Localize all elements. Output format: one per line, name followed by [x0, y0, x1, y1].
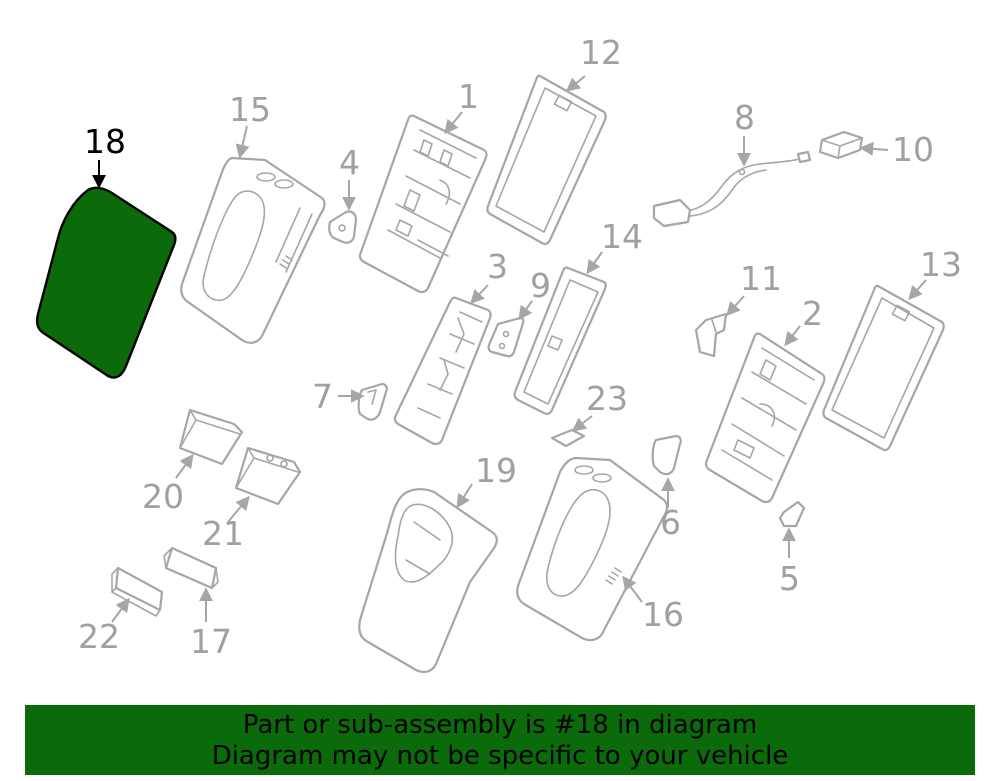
banner-line-1: Part or sub-assembly is #18 in diagram — [242, 710, 758, 740]
callout-15[interactable]: 15 — [229, 90, 271, 129]
callout-labels: 18 15 1 12 4 8 10 14 3 9 7 23 11 2 13 6 … — [78, 33, 962, 661]
part-17-cap[interactable] — [163, 546, 219, 590]
part-2-seat-back-frame-right[interactable] — [704, 332, 826, 504]
leader-16 — [622, 575, 643, 603]
callout-3[interactable]: 3 — [487, 247, 508, 286]
part-8-wire-harness[interactable] — [652, 150, 812, 228]
part-3-side-frame[interactable] — [393, 296, 492, 446]
leader-22 — [111, 597, 130, 623]
callout-10[interactable]: 10 — [892, 130, 934, 169]
part-22-cap[interactable] — [111, 566, 164, 617]
part-23-clip[interactable] — [550, 428, 586, 448]
callout-13[interactable]: 13 — [920, 245, 962, 284]
callout-1[interactable]: 1 — [458, 77, 479, 116]
leader-12 — [565, 75, 586, 92]
leader-9 — [518, 300, 533, 321]
part-9-plate[interactable] — [487, 316, 525, 358]
part-1-seat-back-frame[interactable] — [358, 114, 488, 294]
leader-11 — [726, 295, 745, 317]
leader-23 — [571, 415, 593, 432]
leader-1 — [444, 111, 463, 135]
part-4-bracket[interactable] — [328, 210, 358, 244]
part-5-clip[interactable] — [778, 500, 806, 528]
part-10-clip[interactable] — [818, 130, 864, 160]
part-13-back-panel-right[interactable] — [822, 284, 945, 452]
part-16-seat-back-cover-right[interactable] — [516, 456, 669, 642]
leader-15 — [235, 125, 250, 159]
part-7-hinge[interactable] — [357, 382, 388, 421]
callout-6[interactable]: 6 — [660, 503, 681, 542]
callout-7[interactable]: 7 — [312, 377, 333, 416]
callout-22[interactable]: 22 — [78, 617, 120, 656]
info-banner: Part or sub-assembly is #18 in diagram D… — [25, 705, 975, 775]
callout-11[interactable]: 11 — [740, 259, 782, 298]
callout-8[interactable]: 8 — [734, 98, 755, 137]
callout-17[interactable]: 17 — [190, 622, 232, 661]
leader-13 — [908, 279, 927, 301]
leader-21 — [227, 495, 250, 523]
part-12-back-panel[interactable] — [486, 74, 607, 246]
callout-21[interactable]: 21 — [202, 514, 244, 553]
callout-2[interactable]: 2 — [802, 294, 823, 333]
part-19-seat-cushion-cover[interactable] — [358, 488, 498, 674]
leader-lines — [92, 75, 927, 623]
callout-23[interactable]: 23 — [586, 379, 628, 418]
leader-14 — [586, 251, 603, 275]
part-14-trim-panel[interactable] — [513, 266, 607, 416]
part-11-bracket[interactable] — [694, 312, 728, 358]
part-18-seat-back-panel[interactable] — [35, 186, 177, 379]
leader-3 — [470, 284, 489, 305]
callout-5[interactable]: 5 — [779, 559, 800, 598]
leader-10 — [859, 141, 889, 156]
part-6-hinge[interactable] — [651, 434, 682, 476]
leader-2 — [784, 325, 801, 347]
part-15-seat-back-cover[interactable] — [180, 156, 326, 344]
callout-9[interactable]: 9 — [530, 266, 551, 305]
callout-12[interactable]: 12 — [580, 33, 622, 72]
part-21-bracket[interactable] — [234, 446, 302, 506]
callout-16[interactable]: 16 — [642, 595, 684, 634]
leader-20 — [175, 453, 194, 479]
callout-20[interactable]: 20 — [142, 477, 184, 516]
callout-18[interactable]: 18 — [84, 122, 126, 161]
leader-19 — [456, 483, 473, 509]
callout-4[interactable]: 4 — [339, 143, 360, 182]
callout-19[interactable]: 19 — [475, 451, 517, 490]
part-20-bracket[interactable] — [178, 408, 244, 466]
banner-line-2: Diagram may not be specific to your vehi… — [211, 741, 789, 771]
parts-diagram: 18 15 1 12 4 8 10 14 3 9 7 23 11 2 13 6 … — [35, 33, 962, 674]
callout-14[interactable]: 14 — [601, 217, 643, 256]
